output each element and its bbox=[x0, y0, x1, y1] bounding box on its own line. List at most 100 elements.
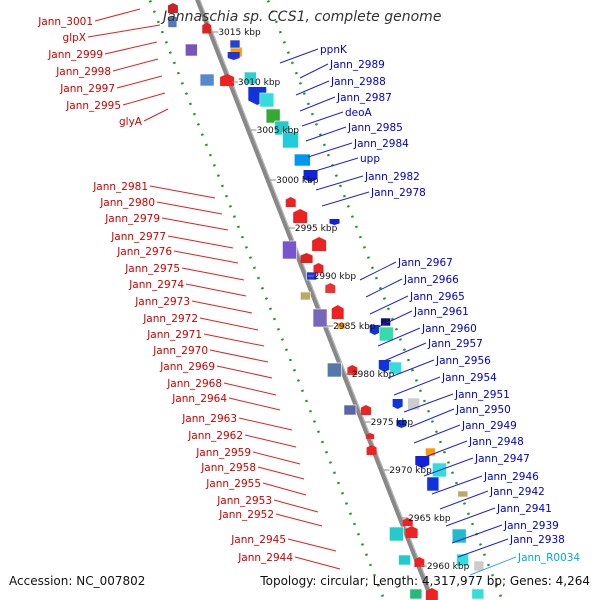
gene-arrow-forward bbox=[300, 253, 313, 263]
label-leader-line bbox=[94, 8, 141, 22]
gene-arrow-forward bbox=[293, 209, 308, 223]
gene-label: Jann_2950 bbox=[455, 404, 511, 416]
gene-label: glpX bbox=[63, 32, 86, 44]
gene-block bbox=[426, 476, 440, 492]
gene-label: Jann_2974 bbox=[128, 279, 184, 291]
label-leader-line bbox=[413, 424, 461, 444]
gene-arrow-forward bbox=[347, 365, 358, 375]
kbp-tick-label: 2985 kbp bbox=[333, 322, 376, 332]
gene-label: Jann_2967 bbox=[397, 257, 453, 269]
gene-label: Jann_2976 bbox=[116, 246, 172, 258]
label-leader-line bbox=[149, 185, 216, 199]
gene-label: Jann_2988 bbox=[330, 76, 386, 88]
gene-block bbox=[471, 588, 485, 600]
label-leader-line bbox=[279, 48, 319, 64]
gene-block bbox=[343, 404, 357, 416]
kbp-tick-label: 2995 kbp bbox=[295, 224, 338, 234]
label-leader-line bbox=[383, 342, 427, 362]
gene-arrow-forward bbox=[360, 405, 371, 415]
gene-label: Jann_2955 bbox=[205, 478, 261, 490]
label-leader-line bbox=[167, 235, 234, 249]
gene-label: Jann_2957 bbox=[427, 338, 483, 350]
gene-label: deoA bbox=[345, 107, 373, 119]
gene-arrow-forward bbox=[405, 526, 418, 538]
gene-block bbox=[300, 291, 311, 301]
gene-label: Jann_2969 bbox=[159, 361, 215, 373]
dotted-guide-line bbox=[266, 0, 504, 600]
gene-arrow-reverse bbox=[303, 170, 318, 182]
gene-label: Jann_2947 bbox=[474, 453, 530, 465]
kbp-tick-label: 3000 kbp bbox=[276, 176, 319, 186]
label-leader-line bbox=[104, 41, 158, 55]
gene-label: Jann_2960 bbox=[421, 323, 477, 335]
gene-block bbox=[389, 361, 402, 375]
label-leader-line bbox=[431, 475, 483, 495]
label-leader-line bbox=[173, 250, 239, 264]
gene-label: Jann_2945 bbox=[230, 534, 286, 546]
gene-label: Jann_2959 bbox=[195, 447, 251, 459]
label-leader-line bbox=[257, 466, 305, 480]
label-leader-line bbox=[116, 75, 163, 89]
label-leader-line bbox=[275, 513, 323, 527]
gene-arrow-forward bbox=[425, 588, 438, 600]
label-leader-line bbox=[216, 365, 273, 379]
gene-label: Jann_2956 bbox=[435, 355, 491, 367]
gene-label: Jann_2965 bbox=[409, 291, 465, 303]
gene-label: Jann_2982 bbox=[364, 171, 420, 183]
gene-block bbox=[167, 16, 178, 28]
gene-arrow-forward bbox=[220, 74, 235, 86]
label-leader-line bbox=[369, 295, 409, 315]
label-leader-line bbox=[191, 300, 253, 314]
label-leader-line bbox=[315, 175, 364, 191]
gene-label: Jann_2946 bbox=[483, 471, 539, 483]
label-leader-line bbox=[359, 261, 397, 281]
genome-backbone bbox=[195, 0, 435, 600]
gene-arrow-reverse bbox=[378, 360, 391, 372]
gene-label: Jann_2975 bbox=[124, 263, 180, 275]
gene-arrow-forward bbox=[285, 197, 296, 207]
label-leader-line bbox=[295, 80, 330, 96]
gene-label: Jann_2999 bbox=[47, 49, 103, 61]
gene-arrow-reverse bbox=[227, 52, 240, 60]
gene-label: glyA bbox=[119, 116, 143, 128]
gene-arrow-forward bbox=[414, 557, 425, 567]
gene-block bbox=[243, 71, 257, 85]
gene-label: Jann_2998 bbox=[55, 66, 111, 78]
gene-label: Jann_2978 bbox=[370, 187, 426, 199]
gene-block bbox=[457, 490, 469, 498]
label-leader-line bbox=[299, 96, 336, 112]
gene-label: Jann_2954 bbox=[441, 372, 497, 384]
gene-label: Jann_2971 bbox=[146, 329, 202, 341]
gene-label: Jann_2939 bbox=[503, 520, 559, 532]
left-gene-labels: Jann_3001glpXJann_2999Jann_2998Jann_2997… bbox=[37, 8, 341, 570]
kbp-tick-label: 2970 kbp bbox=[389, 466, 432, 476]
gene-label: Jann_2953 bbox=[216, 495, 272, 507]
genes-value: 4,264 bbox=[555, 574, 590, 588]
gene-label: Jann_2966 bbox=[403, 274, 459, 286]
label-leader-line bbox=[305, 126, 347, 142]
length-label: Length: bbox=[372, 574, 419, 588]
gene-arrow-forward bbox=[366, 445, 377, 455]
gene-block bbox=[312, 308, 328, 328]
kbp-tick-label: 2980 kbp bbox=[352, 370, 395, 380]
gene-arrow-reverse bbox=[329, 219, 340, 225]
label-leader-line bbox=[287, 538, 337, 552]
label-leader-line bbox=[469, 556, 517, 576]
kbp-tick-label: 2975 kbp bbox=[371, 418, 414, 428]
label-leader-line bbox=[143, 108, 169, 122]
label-leader-line bbox=[423, 457, 474, 477]
label-leader-line bbox=[122, 92, 166, 106]
gene-block bbox=[398, 554, 411, 566]
gene-label: Jann_2948 bbox=[468, 436, 524, 448]
gene-label: Jann_2958 bbox=[200, 462, 256, 474]
label-leader-line bbox=[451, 524, 503, 544]
gene-label: Jann_2979 bbox=[104, 213, 160, 225]
accession-value: NC_007802 bbox=[76, 574, 146, 588]
label-leader-line bbox=[238, 417, 293, 431]
label-leader-line bbox=[377, 327, 421, 347]
gene-label: Jann_2952 bbox=[218, 509, 274, 521]
gene-arrow-reverse bbox=[415, 456, 430, 468]
